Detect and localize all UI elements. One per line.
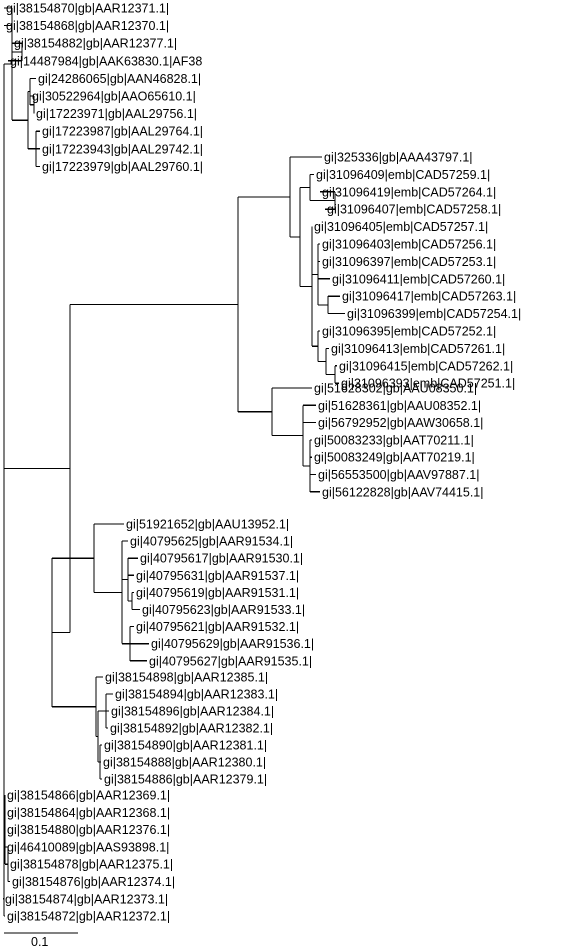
leaf-label: gi|38154872|gb|AAR12372.1|	[7, 910, 170, 924]
leaf-label: gi|38154882|gb|AAR12377.1|	[14, 37, 177, 51]
leaf-label: gi|56122828|gb|AAV74415.1|	[322, 485, 484, 499]
leaf-label: gi|38154892|gb|AAR12382.1|	[110, 722, 273, 736]
leaf-label: gi|17223979|gb|AAL29760.1|	[42, 160, 203, 174]
leaf-label: gi|38154864|gb|AAR12368.1|	[7, 806, 170, 820]
leaf-label: gi|38154880|gb|AAR12376.1|	[7, 823, 170, 837]
scale-bar-label: 0.1	[31, 935, 48, 948]
leaf-label: gi|31096399|emb|CAD57254.1|	[347, 307, 521, 321]
leaf-label: gi|31096419|emb|CAD57264.1|	[322, 185, 496, 199]
leaf-label: gi|38154894|gb|AAR12383.1|	[115, 688, 278, 702]
leaf-label: gi|38154886|gb|AAR12379.1|	[104, 773, 267, 787]
leaf-label: gi|40795621|gb|AAR91532.1|	[136, 620, 299, 634]
leaf-label: gi|38154876|gb|AAR12374.1|	[12, 875, 175, 889]
leaf-label: gi|40795625|gb|AAR91534.1|	[130, 535, 293, 549]
leaf-label: gi|40795619|gb|AAR91531.1|	[136, 586, 299, 600]
leaf-label: gi|30522964|gb|AAO65610.1|	[32, 90, 196, 104]
leaf-label: gi|31096397|emb|CAD57253.1|	[322, 255, 496, 269]
leaf-label: gi|17223943|gb|AAL29742.1|	[42, 142, 203, 156]
leaf-label: gi|38154888|gb|AAR12380.1|	[103, 756, 266, 770]
leaf-label: gi|51921652|gb|AAU13952.1|	[126, 518, 289, 532]
leaf-label: gi|51628361|gb|AAU08352.1|	[318, 399, 481, 413]
leaf-label: gi|31096407|emb|CAD57258.1|	[327, 203, 501, 217]
leaf-label: gi|46410089|gb|AAS93898.1|	[7, 840, 169, 854]
leaf-label: gi|38154870|gb|AAR12371.1|	[6, 2, 169, 16]
leaf-label: gi|40795629|gb|AAR91536.1|	[151, 637, 314, 651]
leaf-label: gi|40795623|gb|AAR91533.1|	[142, 603, 305, 617]
scale-bar: 0.1	[4, 932, 78, 948]
leaf-label: gi|14487984|gb|AAK63830.1|AF38	[10, 54, 202, 68]
leaf-label: gi|31096415|emb|CAD57262.1|	[339, 359, 513, 373]
leaf-label: gi|50083233|gb|AAT70211.1|	[314, 433, 474, 447]
leaf-label: gi|38154878|gb|AAR12375.1|	[10, 858, 173, 872]
leaf-label: gi|31096417|emb|CAD57263.1|	[342, 290, 516, 304]
leaf-label: gi|17223987|gb|AAL29764.1|	[42, 125, 203, 139]
leaf-label: gi|31096403|emb|CAD57256.1|	[322, 238, 496, 252]
leaf-label: gi|38154898|gb|AAR12385.1|	[105, 671, 268, 685]
leaf-label: gi|51628302|gb|AAU08350.1|	[314, 382, 477, 396]
leaf-label: gi|40795631|gb|AAR91537.1|	[136, 569, 299, 583]
leaf-label: gi|40795617|gb|AAR91530.1|	[140, 552, 303, 566]
leaf-labels: gi|38154870|gb|AAR12371.1| gi|38154868|gb…	[5, 2, 521, 924]
leaf-label: gi|38154890|gb|AAR12381.1|	[104, 739, 267, 753]
leaf-label: gi|50083249|gb|AAT70219.1|	[314, 451, 475, 465]
leaf-label: gi|31096411|emb|CAD57260.1|	[332, 272, 505, 286]
leaf-label: gi|38154868|gb|AAR12370.1|	[6, 19, 169, 33]
leaf-label: gi|325336|gb|AAA43797.1|	[324, 151, 473, 165]
leaf-label: gi|31096413|emb|CAD57261.1|	[331, 342, 505, 356]
leaf-label: gi|40795627|gb|AAR91535.1|	[149, 654, 312, 668]
leaf-label: gi|56553500|gb|AAV97887.1|	[318, 468, 480, 482]
leaf-label: gi|38154896|gb|AAR12384.1|	[111, 705, 274, 719]
leaf-label: gi|56792952|gb|AAW30658.1|	[318, 416, 483, 430]
leaf-label: gi|38154874|gb|AAR12373.1|	[5, 892, 168, 906]
tree-branches	[3, 7, 345, 917]
leaf-label: gi|31096395|emb|CAD57252.1|	[322, 325, 496, 339]
leaf-label: gi|31096409|emb|CAD57259.1|	[316, 168, 490, 182]
leaf-label: gi|31096405|emb|CAD57257.1|	[314, 220, 488, 234]
leaf-label: gi|17223971|gb|AAL29756.1|	[36, 107, 197, 121]
leaf-label: gi|24286065|gb|AAN46828.1|	[38, 72, 201, 86]
leaf-label: gi|38154866|gb|AAR12369.1|	[7, 789, 170, 803]
leaf-label: gi|31096393|emb|CAD57251.1|	[341, 377, 515, 391]
